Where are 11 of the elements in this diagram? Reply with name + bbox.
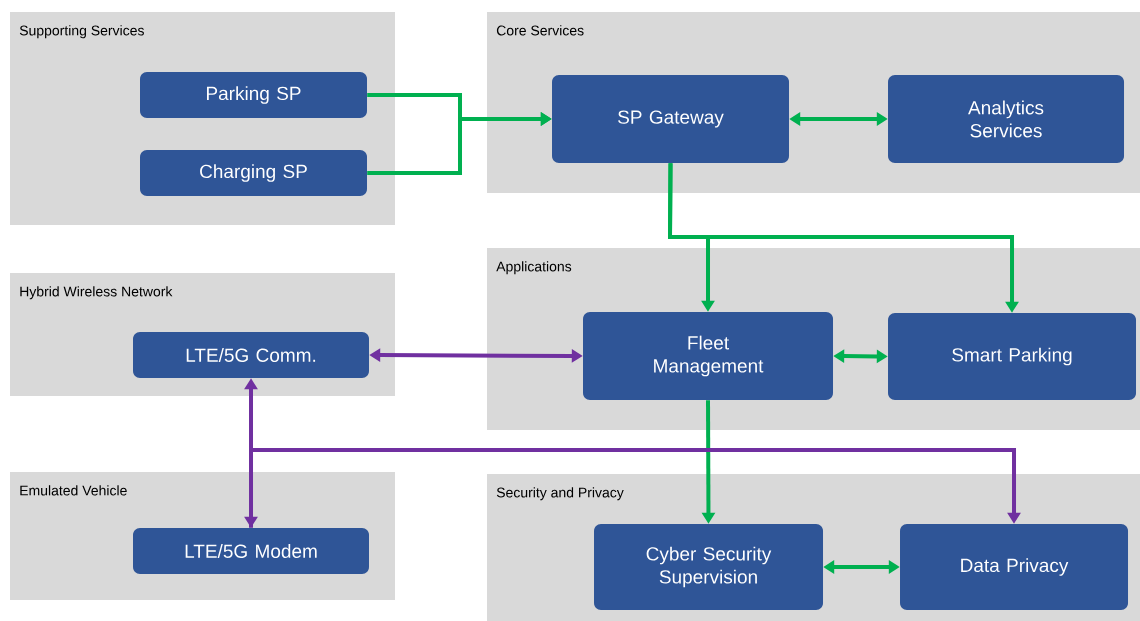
service-box: Charging SP — [140, 150, 367, 196]
service-box: Cyber Security Supervision — [594, 524, 823, 610]
service-box: Data Privacy — [900, 524, 1128, 610]
service-box: LTE/5G Comm. — [133, 332, 369, 378]
service-box: LTE/5G Modem — [133, 528, 369, 574]
service-box: Fleet Management — [583, 312, 833, 400]
service-box: Parking SP — [140, 72, 367, 118]
service-box: Smart Parking — [888, 313, 1136, 400]
service-box: SP Gateway — [552, 75, 789, 163]
arrow — [249, 448, 1021, 528]
service-box: Analytics Services — [888, 75, 1124, 163]
